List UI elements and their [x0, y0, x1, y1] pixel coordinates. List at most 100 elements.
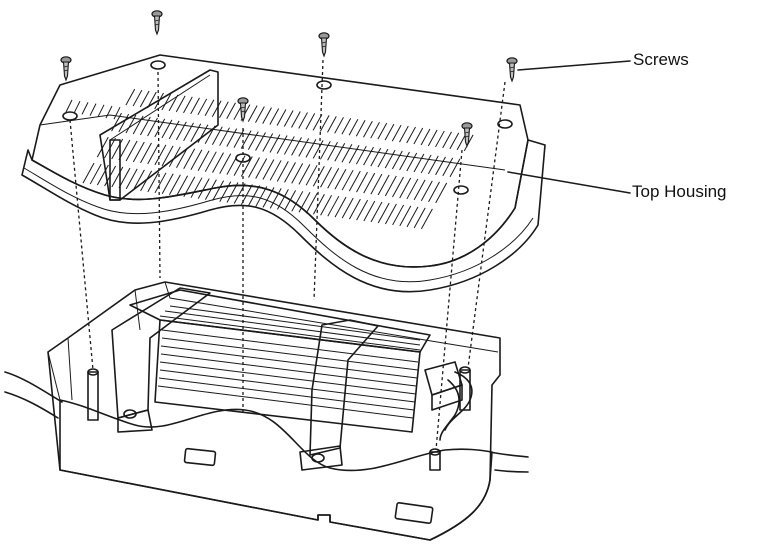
vent-slot [406, 126, 416, 144]
vent-slot [363, 172, 376, 194]
vent-slot [406, 152, 418, 172]
vent-slot [89, 163, 102, 185]
vent-slot [219, 127, 230, 146]
vent-slot [248, 157, 260, 178]
vent-slot [176, 175, 189, 196]
vent-slot [370, 121, 380, 139]
vent-slot [384, 175, 397, 197]
vent-slot [240, 130, 252, 149]
vent-slot [73, 100, 81, 114]
vent-slot [154, 118, 166, 138]
vent-slot [319, 115, 330, 132]
vent-slot [125, 140, 138, 162]
vent-slot [82, 162, 95, 184]
vent-slot [183, 96, 193, 114]
vent-slot [392, 204, 405, 226]
tray-rear-wall [67, 281, 499, 401]
vent-slot [283, 110, 294, 127]
vent-slot [97, 104, 105, 118]
right-clamp [309, 319, 379, 456]
vent-slot [132, 169, 145, 191]
vent-slot [212, 180, 225, 201]
left-clamp-screw [123, 409, 137, 419]
vent-slot [391, 124, 402, 142]
vent-slot [269, 188, 282, 209]
module-fins [157, 305, 421, 419]
vent-slot [161, 119, 173, 139]
vent-slot [147, 143, 160, 165]
vent-slot [413, 153, 425, 173]
vent-slot [298, 192, 311, 213]
vent-slot [233, 183, 246, 204]
power-module [111, 287, 431, 471]
terminal-connector [424, 361, 473, 441]
cable-left-lower [4, 391, 59, 419]
vent-slot [399, 177, 412, 199]
vent-slot [269, 108, 280, 125]
vent-slot [435, 182, 448, 204]
vent-slot [276, 135, 288, 154]
vent-slot [399, 151, 410, 171]
left-clamp [111, 287, 211, 419]
vent-slot [298, 138, 310, 157]
vent-slot [406, 206, 419, 228]
vent-slot [399, 205, 412, 227]
vent-slot [255, 158, 268, 179]
housing-top-edge [39, 114, 506, 171]
vent-slot [413, 207, 426, 229]
vent-slot [334, 168, 347, 190]
vent-slot [334, 143, 346, 162]
vent-slot [348, 144, 360, 164]
vent-slot [291, 191, 304, 212]
vent-slot [183, 148, 196, 170]
vent-slot [248, 185, 261, 206]
vent-slot [363, 120, 373, 138]
vent-slot [370, 147, 382, 167]
housing-flange-edge [23, 167, 534, 283]
vent-slot [204, 151, 217, 172]
vent-slot [118, 113, 130, 133]
vent-slot [449, 132, 460, 150]
vent-slot [291, 163, 304, 184]
vent-slot [233, 155, 246, 176]
vent-slot [96, 136, 109, 158]
vent-slot [226, 128, 238, 147]
vent-slot [312, 114, 323, 131]
cable-right [489, 451, 529, 458]
vent-slot [262, 159, 275, 180]
vent-slot [65, 99, 73, 113]
module-front [154, 319, 421, 433]
vent-slot [334, 117, 344, 134]
vent-slot [312, 140, 324, 159]
vent-slot [427, 129, 438, 147]
vent-slot [305, 113, 316, 130]
vent-slot [356, 171, 368, 193]
vent-slot [197, 178, 210, 199]
vent-slot [334, 196, 347, 218]
screws-leader-line [517, 60, 631, 71]
vent-slot [363, 200, 376, 222]
vent-slot [341, 143, 353, 163]
cable-left [4, 371, 63, 403]
vent-slot [255, 186, 268, 207]
housing-flange [21, 139, 546, 293]
vent-slot [168, 146, 181, 168]
vent-slot [420, 208, 433, 230]
assembly-guide-lines [69, 59, 506, 451]
vent-slot [320, 194, 333, 216]
vent-slot [449, 158, 461, 178]
vent-slot [420, 180, 433, 202]
vent-slot [175, 121, 187, 141]
housing-top [31, 54, 529, 268]
vent-slot [262, 187, 275, 208]
cable-right-lower [494, 469, 529, 473]
vent-slot [406, 178, 419, 200]
screws [60, 10, 518, 148]
vent-slot [420, 128, 431, 146]
vent-slot [154, 144, 167, 166]
vent-slot [284, 190, 297, 211]
vent-slot [348, 119, 359, 136]
vent-slot [183, 176, 196, 197]
vent-slot [219, 101, 229, 118]
